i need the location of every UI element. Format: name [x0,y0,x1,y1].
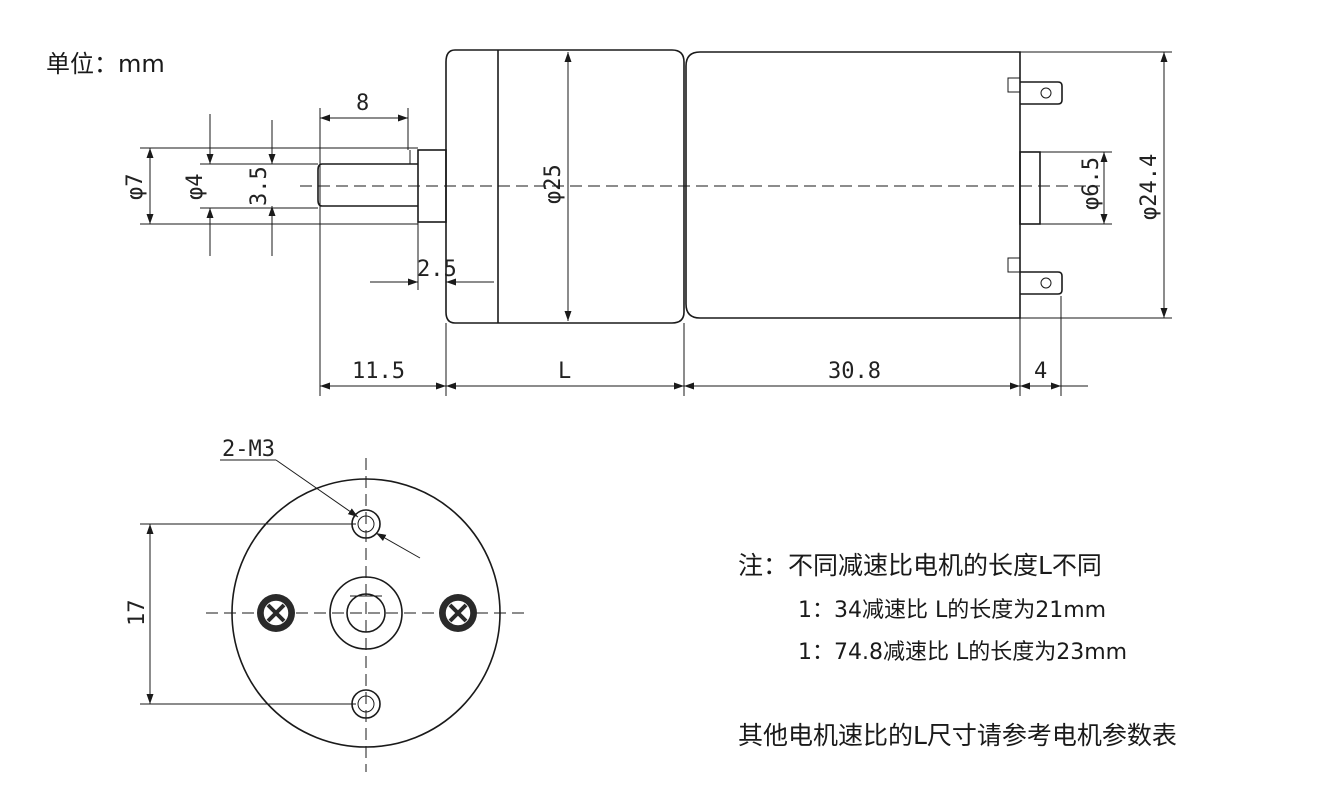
dim-len-11-5: 11.5 [352,359,405,384]
dim-dia-7: φ7 [123,174,148,201]
dim-dia-4: φ4 [183,174,208,201]
rear-boss [1019,151,1041,225]
terminal-bottom [1007,257,1063,295]
dim-len-L: L [558,359,571,384]
screw-left [257,594,295,632]
output-shaft [317,163,418,207]
terminal-top [1007,77,1063,105]
dim-hole-spacing: 17 [125,600,150,627]
thread-label: 2-M3 [222,437,275,462]
front-shaft [346,593,386,633]
note-line-1: 1：34减速比 L的长度为21mm [798,598,1107,623]
dim-dia-6-5: φ6.5 [1079,157,1104,210]
unit-label: 单位：mm [46,50,165,78]
dim-flat: 3.5 [247,166,272,206]
dim-dia-25: φ25 [541,164,566,204]
dim-shaft-length: 8 [356,91,369,116]
dim-len-4: 4 [1034,359,1047,384]
note-footer: 其他电机速比的L尺寸请参考电机参数表 [738,721,1177,750]
screw-right [439,594,477,632]
front-view: 2-M3 17 [125,437,528,772]
motor-body [685,51,1021,319]
side-view: 8 φ7 φ4 3.5 2.5 φ25 φ6.5 φ24.4 11.5 L 30 [123,49,1172,396]
note-line-2: 1：74.8减速比 L的长度为23mm [798,640,1128,665]
dim-dia-24-4: φ24.4 [1137,154,1162,220]
front-boss [329,576,403,650]
dim-boss: 2.5 [417,257,457,282]
dim-len-30-8: 30.8 [828,359,881,384]
gearbox-body [445,49,685,324]
note-title: 注：不同减速比电机的长度L不同 [738,551,1102,580]
